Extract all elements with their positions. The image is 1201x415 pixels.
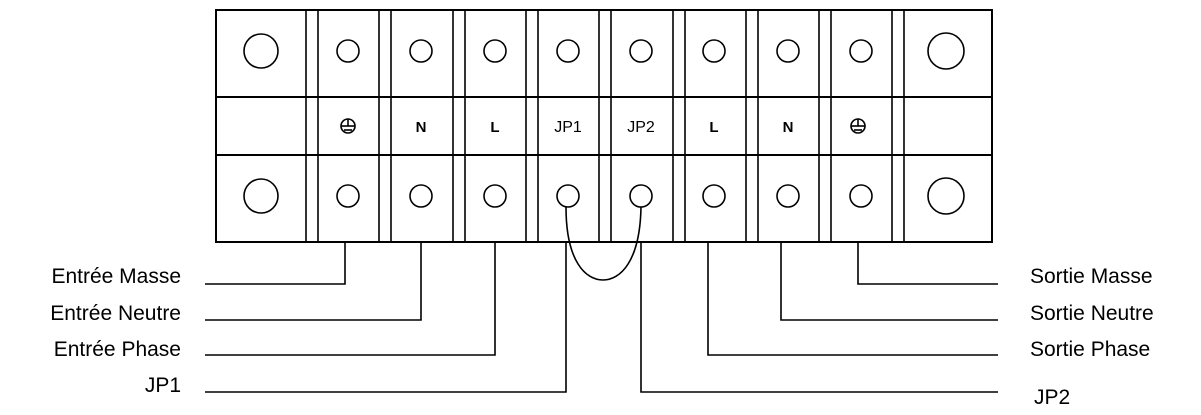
- screw-top-in-phase: [483, 39, 507, 63]
- screw-bottom-in-ground: [336, 184, 360, 208]
- label-sortie-neutre: Sortie Neutre: [1030, 302, 1154, 325]
- leader-entree-neutre: [205, 242, 422, 321]
- terminal-block-outline: [215, 9, 993, 243]
- leader-jp1: [205, 242, 567, 393]
- label-sortie-phase: Sortie Phase: [1030, 338, 1150, 361]
- label-entree-masse: Entrée Masse: [51, 265, 181, 288]
- leader-sortie-phase: [707, 242, 998, 356]
- screw-bottom-jp2: [629, 184, 653, 208]
- leader-jp2: [640, 242, 998, 393]
- screw-top-out-ground: [849, 39, 873, 63]
- leader-entree-phase: [205, 242, 496, 356]
- terminal-label-out-phase: L: [709, 119, 718, 136]
- label-jp1: JP1: [145, 374, 181, 397]
- leader-entree-masse: [205, 242, 346, 285]
- right-leader-lines: [640, 242, 998, 393]
- label-sortie-masse: Sortie Masse: [1030, 265, 1153, 288]
- screw-top-jp2: [629, 39, 653, 63]
- screw-bottom-in-neutral: [409, 184, 433, 208]
- screw-top-jp1: [556, 39, 580, 63]
- screw-top-out-phase: [702, 39, 726, 63]
- terminal-block: [215, 9, 993, 243]
- terminal-label-jp2: JP2: [627, 119, 655, 136]
- right-labels: Sortie Masse Sortie Neutre Sortie Phase …: [1030, 265, 1154, 409]
- screw-top-in-neutral: [409, 39, 433, 63]
- terminal-label-out-neutral: N: [783, 119, 794, 136]
- leader-sortie-neutre: [780, 242, 998, 321]
- screw-top-in-ground: [336, 39, 360, 63]
- label-entree-neutre: Entrée Neutre: [50, 302, 181, 325]
- terminal-label-in-phase: L: [490, 119, 499, 136]
- left-leader-lines: [205, 242, 567, 393]
- screw-top-out-neutral: [776, 39, 800, 63]
- screw-bottom-left-end: [243, 178, 279, 214]
- terminal-label-jp1: JP1: [554, 119, 582, 136]
- label-entree-phase: Entrée Phase: [54, 338, 181, 361]
- segment-separators: [305, 10, 905, 242]
- left-labels: Entrée Masse Entrée Neutre Entrée Phase …: [50, 265, 181, 397]
- screw-bottom-out-phase: [702, 184, 726, 208]
- screw-top-right-end: [927, 32, 965, 70]
- terminal-label-in-neutral: N: [416, 119, 427, 136]
- screw-bottom-in-phase: [483, 184, 507, 208]
- screw-bottom-out-ground: [849, 184, 873, 208]
- screw-bottom-jp1: [556, 184, 580, 208]
- ground-symbol-icon: [850, 118, 866, 134]
- ground-symbol-icon: [340, 118, 356, 134]
- label-jp2: JP2: [1034, 386, 1070, 409]
- screw-top-left-end: [243, 33, 279, 69]
- screw-bottom-right-end: [927, 177, 965, 215]
- bottom-screws: [243, 177, 965, 215]
- leader-sortie-masse: [857, 242, 998, 285]
- jumper-wire: [565, 206, 642, 281]
- terminal-labels: N L JP1 JP2 L N: [340, 118, 866, 136]
- screw-bottom-out-neutral: [776, 184, 800, 208]
- top-screws: [243, 32, 965, 70]
